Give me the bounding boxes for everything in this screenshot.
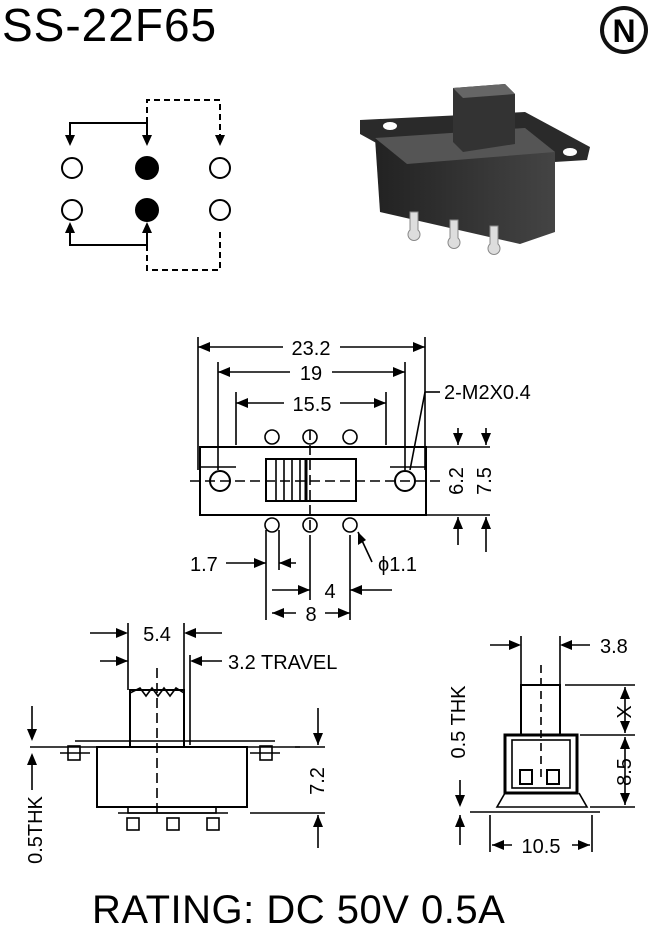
rating-label: RATING: DC 50V 0.5A xyxy=(92,888,506,932)
circuit-schematic xyxy=(61,99,231,271)
dim-pitch: 4 xyxy=(324,581,335,603)
top-view-drawing: 23.2 19 15.5 2-M2X0.4 6.2 7.5 1.7 ϕ1.1 4… xyxy=(190,337,531,626)
logo-letter: N xyxy=(612,13,635,49)
manufacturer-logo: N xyxy=(600,6,648,54)
dim-height-2: 7.5 xyxy=(474,467,496,495)
dim-span: 8 xyxy=(305,604,316,626)
thk-side: 0.5THK xyxy=(25,795,47,863)
product-photo xyxy=(360,84,590,255)
dim-actuator: 5.4 xyxy=(143,624,171,646)
end-view-drawing: 3.8 X 8.5 10.5 0.5 THK xyxy=(448,636,636,858)
pin-hole-dia: ϕ1.1 xyxy=(378,554,417,576)
dim-pin-width: 1.7 xyxy=(190,554,218,576)
screw-spec: 2-M2X0.4 xyxy=(444,382,531,404)
part-number-title: SS-22F65 xyxy=(2,0,218,51)
side-view-drawing: 5.4 3.2 TRAVEL 7.2 0.5THK xyxy=(25,623,337,864)
dim-body-side: 7.2 xyxy=(307,767,329,795)
travel-label: 3.2 TRAVEL xyxy=(228,652,337,674)
dim-overall: 23.2 xyxy=(292,338,331,360)
dim-top-end: 3.8 xyxy=(600,636,628,658)
dim-body-end: 8.5 xyxy=(614,758,636,786)
dim-height-1: 6.2 xyxy=(446,467,468,495)
thk-end: 0.5 THK xyxy=(448,685,470,759)
dim-pins: 15.5 xyxy=(293,394,332,416)
dim-mount: 19 xyxy=(300,363,322,385)
dim-width-end: 10.5 xyxy=(522,836,561,858)
dim-x-end: X xyxy=(614,705,636,718)
